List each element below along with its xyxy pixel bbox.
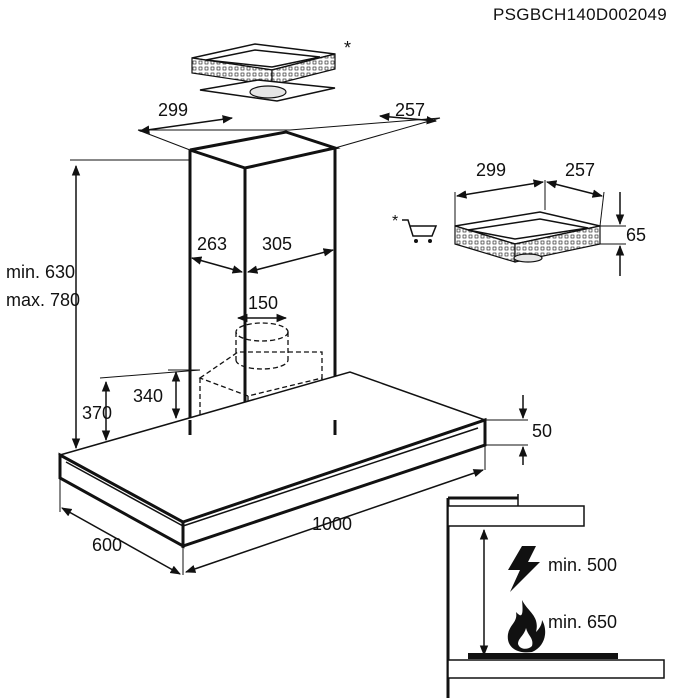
- lightning-bolt-icon: [508, 546, 540, 592]
- dim-height-370: 370: [82, 403, 112, 423]
- dim-hood-thickness: 50: [532, 421, 552, 441]
- accessory-marker-top: *: [344, 38, 351, 58]
- dim-outlet-diameter: 150: [248, 293, 278, 313]
- shopping-cart-icon: [402, 219, 438, 243]
- top-accessory-box: [191, 43, 336, 102]
- electric-clearance: min. 500: [548, 555, 617, 575]
- dim-hood-width: 1000: [312, 514, 352, 534]
- dim-filter-width: 299: [476, 160, 506, 180]
- clearance-detail: [446, 494, 665, 698]
- dim-hood-depth: 600: [92, 535, 122, 555]
- hood-canopy: [58, 371, 488, 549]
- gas-clearance: min. 650: [548, 612, 617, 632]
- document-code: PSGBCH140D002049: [493, 5, 667, 24]
- dim-chimney-width: 305: [262, 234, 292, 254]
- flame-icon: [507, 600, 546, 653]
- accessory-marker-right: *: [392, 213, 398, 230]
- dim-top-width: 299: [158, 100, 188, 120]
- dim-top-depth: 257: [395, 100, 425, 120]
- dim-filter-height: 65: [626, 225, 646, 245]
- dim-filter-depth: 257: [565, 160, 595, 180]
- dim-chimney-depth: 263: [197, 234, 227, 254]
- dim-height-340: 340: [133, 386, 163, 406]
- charcoal-filter-box: [454, 211, 601, 263]
- dim-height-min: min. 630: [6, 262, 75, 282]
- dim-height-max: max. 780: [6, 290, 80, 310]
